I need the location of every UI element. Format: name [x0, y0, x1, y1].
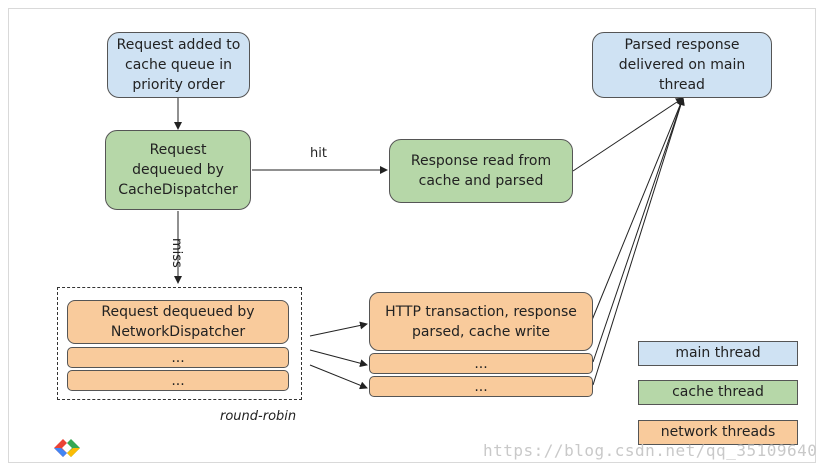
edge-label-hit: hit: [310, 146, 327, 161]
node-request-added: Request added to cache queue in priority…: [107, 32, 250, 98]
node-response-read: Response read from cache and parsed: [389, 139, 573, 203]
arrow-rr-2: [309, 349, 368, 368]
arrow-rr-1: [309, 321, 368, 337]
node-network-ellipsis-2: ...: [67, 370, 289, 391]
node-parsed-response: Parsed response delivered on main thread: [592, 32, 772, 98]
arrow-http-ellipsis-2-to-main: [592, 97, 685, 386]
watermark: https://blog.csdn.net/qq_35109640: [483, 441, 818, 460]
legend-main-thread: main thread: [638, 341, 798, 366]
node-network-ellipsis-1: ...: [67, 347, 289, 368]
network-dispatcher-group: [57, 287, 302, 400]
node-http-transaction: HTTP transaction, response parsed, cache…: [369, 292, 593, 351]
node-cache-dispatcher: Request dequeued by CacheDispatcher: [105, 130, 251, 210]
arrow-http-to-main: [589, 97, 685, 326]
label-round-robin: round-robin: [220, 409, 297, 424]
node-http-ellipsis-2: ...: [369, 376, 593, 397]
node-http-ellipsis-1: ...: [369, 353, 593, 374]
legend-cache-thread: cache thread: [638, 380, 798, 405]
arrow-rr-3: [309, 364, 368, 390]
edge-label-miss: miss: [169, 238, 184, 268]
legend-network-threads: network threads: [638, 420, 798, 445]
arrow-response-to-main: [572, 97, 684, 172]
diagram-frame: [8, 8, 816, 463]
node-network-dispatcher: Request dequeued by NetworkDispatcher: [67, 300, 289, 344]
arrow-http-ellipsis-1-to-main: [592, 97, 685, 363]
